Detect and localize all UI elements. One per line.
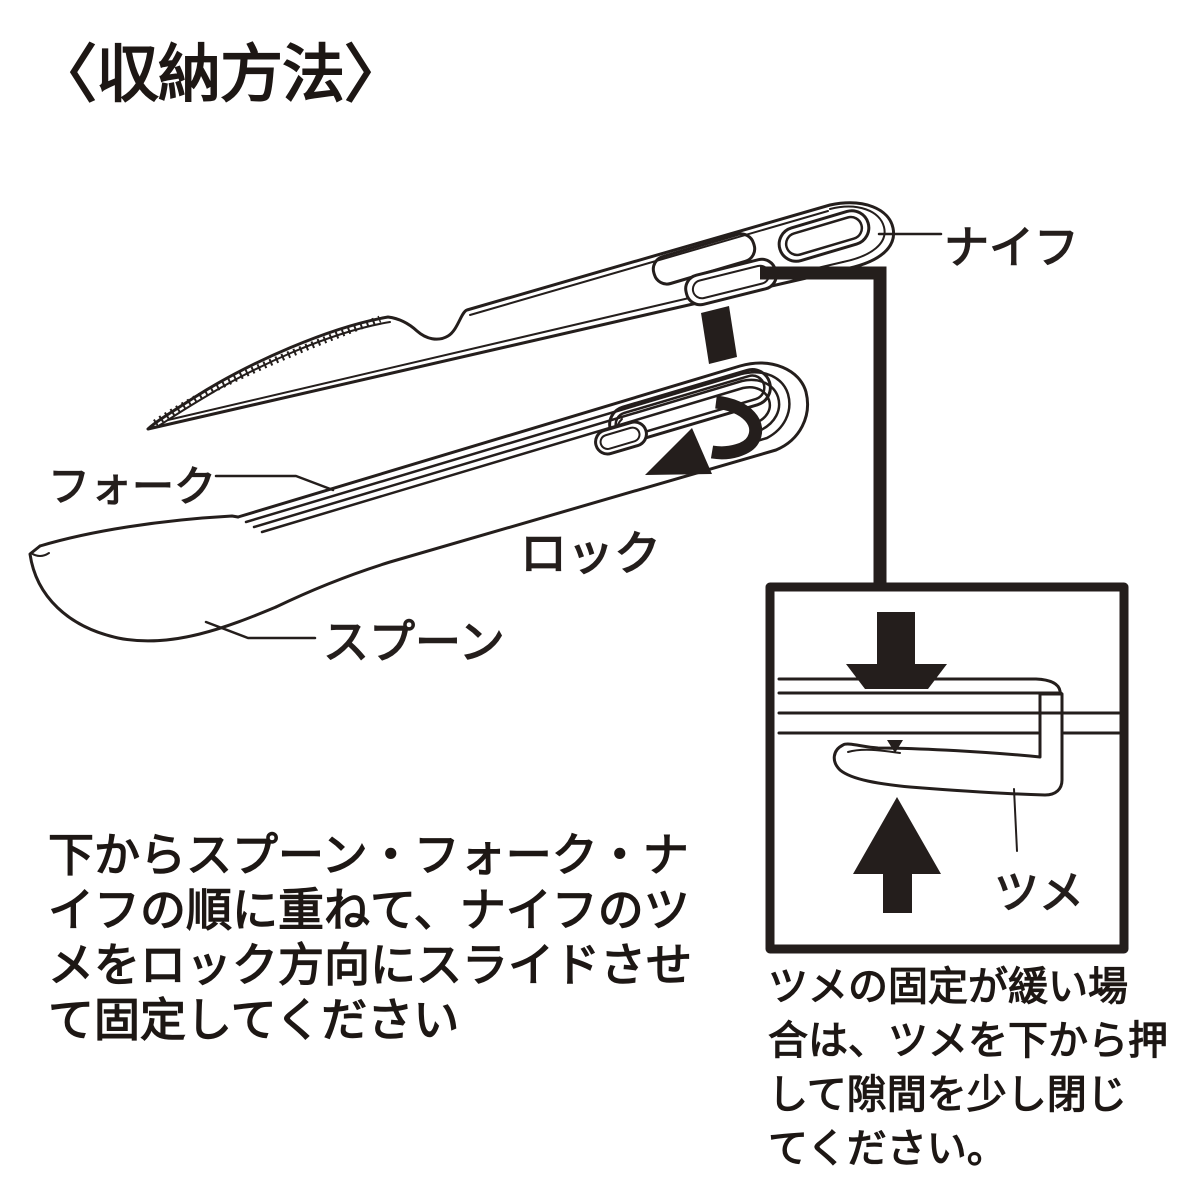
knife-claw: [684, 257, 778, 307]
serrated-edge: [153, 315, 382, 426]
label-spoon: スプーン: [323, 616, 505, 668]
note-instruction-line: ツメの固定が緩い場: [768, 965, 1128, 1009]
lock-tab: [594, 420, 648, 456]
note-instruction-line: して隙間を少し閉じ: [768, 1073, 1127, 1117]
main-instruction-line: て固定してください: [48, 994, 460, 1046]
main-instruction-line: 下からスプーン・フォーク・ナ: [48, 829, 689, 881]
inset-connector-line: [760, 266, 887, 590]
handle-stack-drawing: [236, 361, 809, 609]
label-claw: ツメ: [994, 867, 1085, 918]
main-instruction-line: メをロック方向にスライドさせ: [48, 939, 692, 991]
main-instruction-line: イフの順に重ねて、ナイフのツ: [48, 884, 690, 936]
inset-claw-hook: [832, 692, 1070, 797]
spoon-drawing: [28, 514, 278, 643]
press-down-arrow: [701, 306, 737, 364]
spoon-leader-line: [204, 620, 317, 640]
lock-direction-arrow: [645, 395, 763, 475]
label-knife: ナイフ: [944, 222, 1080, 273]
inset-push-down-arrow: [846, 612, 947, 689]
label-fork: フォーク: [48, 463, 217, 510]
knife-drawing: [146, 201, 896, 431]
note-instruction-text: ツメの固定が緩い場 合は、ツメを下から押 して隙間を少し閉じ てください。: [768, 960, 1188, 1176]
fork-leader-line: [214, 474, 335, 492]
leader-lines: [204, 232, 943, 640]
claw-detail-inset: [765, 582, 1129, 954]
main-instruction-text: 下からスプーン・フォーク・ナ イフの順に重ねて、ナイフのツ メをロック方向にスラ…: [48, 828, 728, 1048]
note-instruction-line: てください。: [768, 1127, 1007, 1171]
inset-push-up-arrow: [853, 797, 941, 913]
note-instruction-line: 合は、ツメを下から押: [768, 1019, 1168, 1063]
claw-leader-line: [1013, 788, 1018, 852]
label-lock: ロック: [520, 527, 661, 580]
page-title: 〈収納方法〉: [34, 40, 407, 110]
